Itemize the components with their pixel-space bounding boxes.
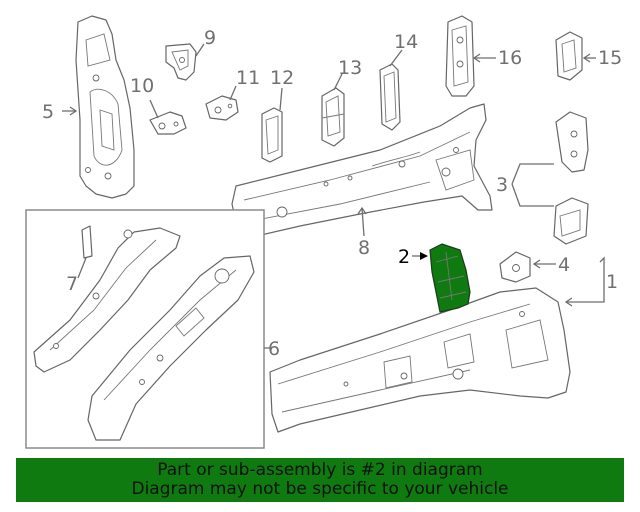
part-12-reinforcement[interactable] (261, 107, 283, 163)
callout-13: 13 (338, 57, 362, 79)
callout-2: 2 (398, 246, 410, 268)
footer-line-2: Diagram may not be specific to your vehi… (131, 479, 509, 499)
part-1-lower-rail[interactable] (269, 287, 571, 433)
footer-banner: Part or sub-assembly is #2 in diagram Di… (16, 458, 624, 502)
callout-6: 6 (268, 338, 280, 360)
leader-lines (62, 43, 605, 349)
part-7-clip[interactable] (81, 225, 93, 259)
part-13-bracket[interactable] (321, 87, 345, 147)
footer-line-1: Part or sub-assembly is #2 in diagram (157, 460, 483, 480)
callout-12: 12 (270, 67, 294, 89)
callout-11: 11 (236, 67, 260, 89)
callout-10: 10 (130, 75, 154, 97)
callout-8: 8 (358, 237, 370, 259)
part-9-bracket[interactable] (165, 43, 197, 81)
part-4-bracket[interactable] (499, 251, 531, 283)
callout-15: 15 (598, 47, 622, 69)
detail-inset-box (25, 209, 265, 449)
part-2-highlighted[interactable] (429, 243, 471, 313)
callout-numbers: 5 9 10 11 12 13 14 16 15 3 4 1 2 8 6 7 (42, 27, 622, 360)
exploded-parts-diagram: 5 9 10 11 12 13 14 16 15 3 4 1 2 8 6 7 (25, 15, 622, 449)
callout-3: 3 (496, 174, 508, 196)
part-6-inner-pillar[interactable] (33, 227, 255, 441)
part-8-upper-rail[interactable] (231, 103, 493, 239)
part-14-bracket[interactable] (379, 63, 401, 131)
part-5-pillar[interactable] (75, 15, 135, 199)
part-15-bracket[interactable] (555, 31, 583, 81)
callout-4: 4 (558, 254, 570, 276)
callout-7: 7 (66, 273, 78, 295)
callout-16: 16 (498, 47, 522, 69)
part-10-clip[interactable] (149, 111, 187, 135)
callout-9: 9 (204, 27, 216, 49)
callout-1: 1 (606, 271, 618, 293)
callout-5: 5 (42, 101, 54, 123)
part-16-panel[interactable] (445, 15, 475, 97)
callout-14: 14 (394, 31, 418, 53)
part-3-brackets[interactable] (553, 111, 589, 245)
part-11-clip[interactable] (205, 95, 239, 121)
